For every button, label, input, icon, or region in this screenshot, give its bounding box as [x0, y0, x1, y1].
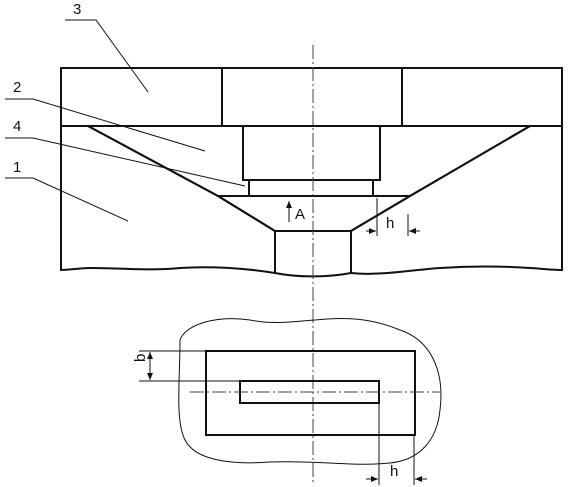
- callouts: 3 2 4 1: [5, 1, 246, 222]
- dimension-h-top-label: h: [386, 215, 394, 232]
- callout-4: 4: [5, 118, 246, 187]
- cone-wall-right: [350, 195, 411, 232]
- part-2-insert: [87, 125, 534, 197]
- part-1-base: [60, 125, 563, 278]
- callout-1: 1: [5, 159, 129, 222]
- bore-3: [221, 67, 403, 127]
- callout-2-label: 2: [13, 79, 21, 96]
- break-outline: [178, 318, 442, 465]
- callout-3: 3: [65, 1, 149, 93]
- part-4-stem: [242, 125, 381, 197]
- callout-4-label: 4: [13, 118, 21, 135]
- dimension-h-top: h: [366, 198, 420, 236]
- plan-view: b h: [132, 318, 442, 485]
- part-3-plate: [60, 67, 563, 127]
- dimension-b: b: [132, 350, 240, 382]
- cone-wall-left: [217, 195, 276, 232]
- dimension-b-label: b: [132, 354, 149, 362]
- arrow-a-label: A: [295, 206, 305, 223]
- callout-3-label: 3: [73, 1, 81, 18]
- section-view: A h: [60, 67, 563, 278]
- outer-rectangle: [205, 350, 416, 436]
- callout-2: 2: [5, 79, 206, 152]
- arrow-a: A: [286, 201, 305, 223]
- callout-1-label: 1: [13, 159, 21, 176]
- dimension-h-bottom: h: [366, 403, 427, 485]
- dimension-h-bottom-label: h: [390, 463, 398, 480]
- through-hole: [274, 230, 352, 278]
